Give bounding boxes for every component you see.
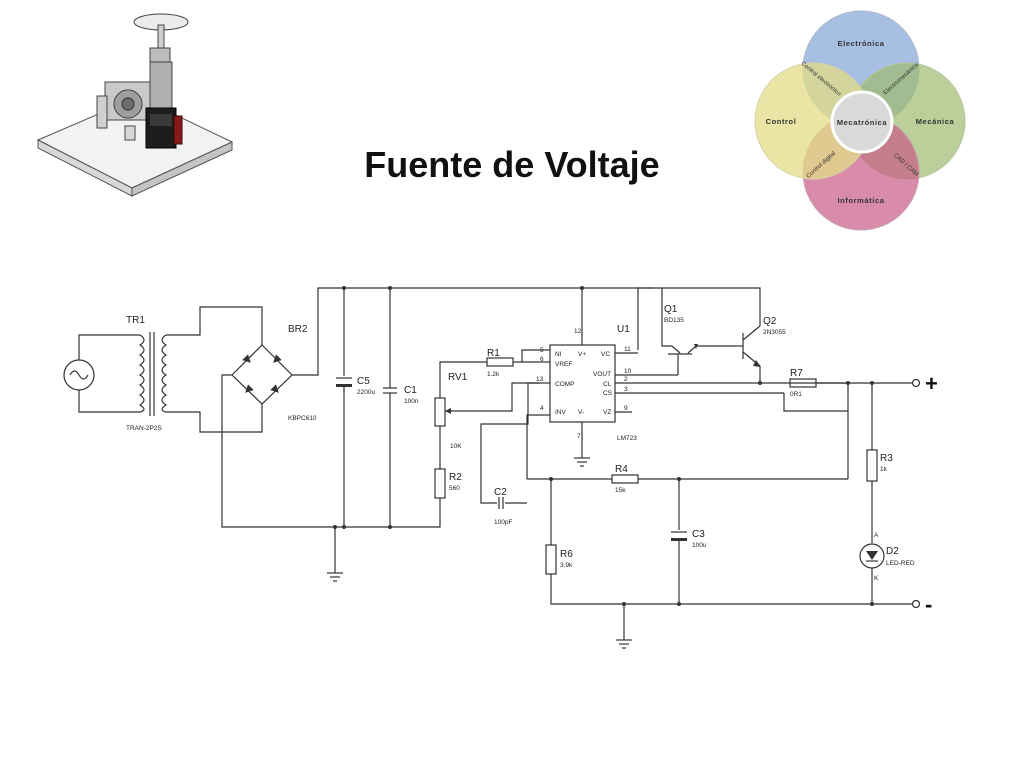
output-terminals <box>911 378 921 609</box>
u1-pin-vout: VOUT <box>593 371 611 378</box>
transistor-q2 <box>638 287 761 383</box>
r2-value: 560 <box>449 485 460 492</box>
r4-value: 15k <box>615 487 626 494</box>
u1-pin-num-4: 4 <box>540 405 544 412</box>
u1-pin-ni: NI <box>555 351 562 358</box>
venn-label-electronica: Electrónica <box>837 39 884 48</box>
u1-pin-num-9: 9 <box>624 405 628 412</box>
d2-anode-label: A <box>874 532 879 539</box>
q2-ref: Q2 <box>763 316 777 327</box>
u1-pin-vz: VZ <box>603 409 611 416</box>
q1-value: BD135 <box>664 317 684 324</box>
u1-pin-num-13: 13 <box>536 376 544 383</box>
rv1-value: 10K <box>450 443 462 450</box>
r7-value: 0R1 <box>790 391 802 398</box>
potentiometer-rv1 <box>434 361 540 469</box>
u1-pin-vref: VREF <box>555 361 572 368</box>
venn-label-control: Control <box>766 117 797 126</box>
slide-title: Fuente de Voltaje <box>364 144 660 185</box>
resistor-r7 <box>758 378 913 412</box>
mechanical-device-image <box>36 13 234 197</box>
c2-ref: C2 <box>494 487 507 498</box>
capacitor-c2 <box>480 382 540 509</box>
resistor-r1 <box>486 349 540 367</box>
capacitor-c3 <box>671 479 687 606</box>
r4-ref: R4 <box>615 464 628 475</box>
u1-pin-cl: CL <box>603 381 612 388</box>
u1-value: LM723 <box>617 435 637 442</box>
u1-pin-num-2: 2 <box>624 376 628 383</box>
c1-ref: C1 <box>404 385 417 396</box>
br2-value: KBPC610 <box>288 415 317 422</box>
capacitor-c5 <box>336 286 352 529</box>
bridge-rectifier-br2 <box>221 287 639 528</box>
u1-pin-inv: INV <box>555 409 567 416</box>
negative-terminal-label: - <box>925 592 932 617</box>
r3-ref: R3 <box>880 453 893 464</box>
d2-value: LED-RED <box>886 560 915 567</box>
tr1-value: TRAN-2P2S <box>126 425 162 432</box>
r2-ref: R2 <box>449 472 462 483</box>
c5-value: 2200u <box>357 389 375 396</box>
rv1-ref: RV1 <box>448 372 468 383</box>
br2-ref: BR2 <box>288 324 308 335</box>
r1-ref: R1 <box>487 348 500 359</box>
u1-pin-num-12: 12 <box>574 328 582 335</box>
c3-value: 100u <box>692 542 707 549</box>
resistor-r3 <box>866 383 878 543</box>
resistor-r6 <box>545 479 913 605</box>
positive-terminal-label: + <box>925 371 938 396</box>
c3-ref: C3 <box>692 529 705 540</box>
mechatronics-venn-diagram: Electrónica Mecánica Informática Control… <box>754 10 966 231</box>
venn-label-mecanica: Mecánica <box>916 117 955 126</box>
u1-pin-num-10: 10 <box>624 368 632 375</box>
r6-value: 3.9k <box>560 562 573 569</box>
q1-ref: Q1 <box>664 304 678 315</box>
u1-pin-vc: VC <box>601 351 610 358</box>
u1-pin-num-3: 3 <box>624 386 628 393</box>
venn-label-informatica: Informática <box>837 196 884 205</box>
u1-pin-comp: COMP <box>555 381 575 388</box>
u1-pin-vplus: V+ <box>578 351 586 358</box>
u1-pin-num-6: 6 <box>540 356 544 363</box>
u1-ref: U1 <box>617 324 630 335</box>
venn-label-center: Mecatrónica <box>837 118 888 127</box>
u1-pin-vminus: V- <box>578 409 584 416</box>
c1-value: 100n <box>404 398 419 405</box>
r1-value: 1.2k <box>487 371 500 378</box>
u1-pin-cs: CS <box>603 390 613 397</box>
transistor-q1 <box>638 287 735 375</box>
tr1-ref: TR1 <box>126 315 145 326</box>
transformer-tr1 <box>138 306 263 433</box>
q2-value: 2N3055 <box>763 329 786 336</box>
ic-u1-lm723 <box>540 286 848 467</box>
ground-symbol-left <box>327 525 343 582</box>
r7-ref: R7 <box>790 368 803 379</box>
u1-pin-num-5: 5 <box>540 347 544 354</box>
d2-cathode-label: K <box>874 575 879 582</box>
resistor-r4 <box>527 411 849 484</box>
ac-source-symbol <box>63 334 140 413</box>
capacitor-c1 <box>383 286 397 529</box>
led-d2 <box>859 543 885 606</box>
r3-value: 1k <box>880 466 888 473</box>
u1-pin-num-11: 11 <box>624 346 631 353</box>
voltage-source-schematic: TR1 TRAN-2P2S BR2 KBPC610 C5 2200u <box>63 286 938 649</box>
c5-ref: C5 <box>357 376 370 387</box>
resistor-r2 <box>434 468 446 499</box>
ground-symbol-bottom <box>616 602 632 649</box>
d2-ref: D2 <box>886 546 899 557</box>
r6-ref: R6 <box>560 549 573 560</box>
c2-value: 100pF <box>494 519 512 526</box>
u1-pin-num-7: 7 <box>577 433 581 440</box>
